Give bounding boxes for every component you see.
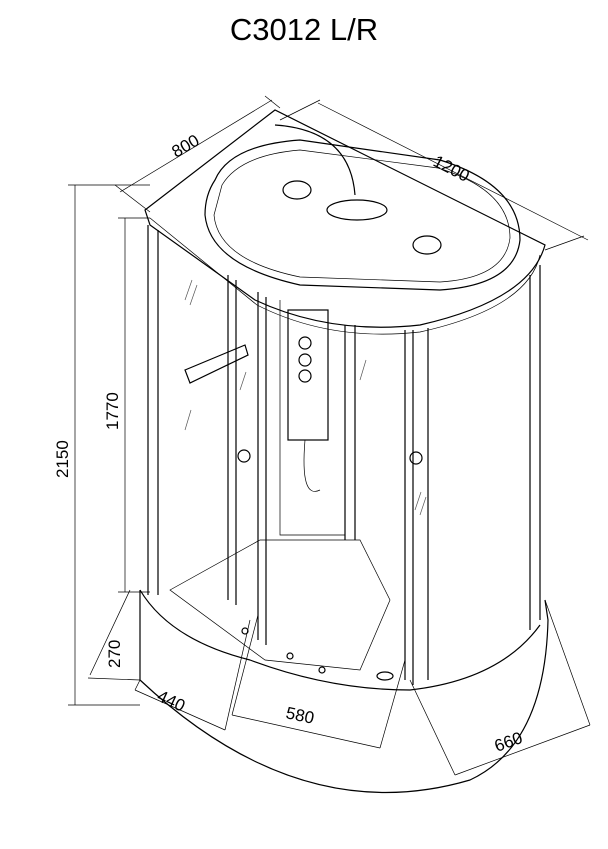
drawing-title: C3012 L/R [229,12,379,47]
dim-curve-depth-label: 660 [492,728,525,756]
dim-width-label: 1200 [430,152,472,186]
dim-total-height-label: 2150 [53,440,72,478]
cabin-frame [147,225,541,685]
dim-door-width-label: 580 [284,703,316,727]
dim-depth-label: 800 [169,131,203,162]
dim-cabin-height-label: 1770 [103,392,122,430]
dim-tray-height-label: 270 [105,640,124,668]
shower-tray [139,539,549,794]
cabin-roof [144,109,546,335]
dimension-lines [68,95,591,776]
